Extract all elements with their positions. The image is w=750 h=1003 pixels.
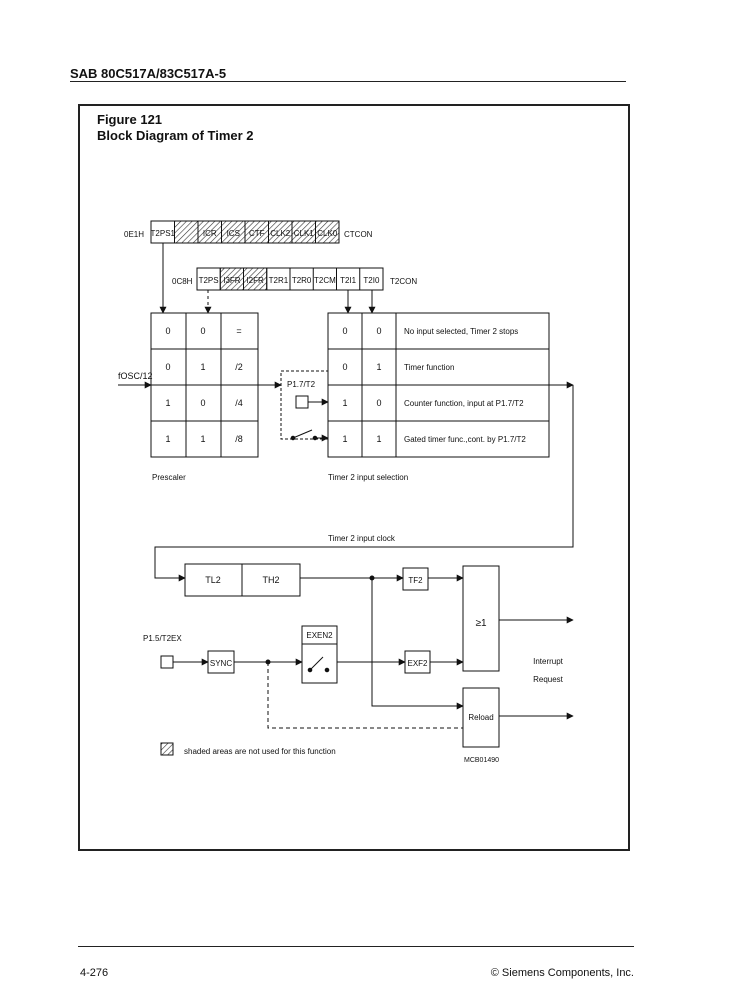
input-selection-label: Timer 2 input selection bbox=[328, 473, 408, 482]
exen2-switch-block bbox=[301, 625, 338, 684]
prescaler-cell: 1 bbox=[165, 398, 170, 408]
ctcon-bit-label: ICR bbox=[203, 229, 217, 238]
selection-cell: 1 bbox=[376, 434, 381, 444]
selection-cell: 1 bbox=[342, 398, 347, 408]
figure-number: Figure 121 bbox=[97, 112, 163, 127]
t2con-bit-label: I3FR bbox=[223, 276, 241, 285]
figure-frame bbox=[78, 104, 630, 851]
figure-title: Block Diagram of Timer 2 bbox=[97, 128, 254, 143]
selection-description: Gated timer func.,cont. by P1.7/T2 bbox=[404, 435, 526, 444]
or-gate-label: ≥1 bbox=[475, 618, 486, 629]
footer-rule bbox=[78, 946, 634, 947]
exf2-label: EXF2 bbox=[407, 659, 428, 668]
overflow-reload-line bbox=[371, 578, 464, 710]
prescaler-cell: 1 bbox=[165, 434, 170, 444]
ctcon-bit-label: CTF bbox=[249, 229, 265, 238]
ctcon-bit-label: ICS bbox=[227, 229, 240, 238]
t2con-bit-label: T2I0 bbox=[363, 276, 380, 285]
prescaler-cell: 1 bbox=[200, 434, 205, 444]
selection-description: Counter function, input at P1.7/T2 bbox=[404, 399, 524, 408]
ctcon-unused-bit bbox=[174, 220, 199, 244]
th2-label: TH2 bbox=[262, 575, 279, 585]
t2con-bit-label: T2I1 bbox=[340, 276, 357, 285]
gate-switch bbox=[292, 429, 313, 439]
prescaler-cell: /2 bbox=[235, 362, 243, 372]
t2con-bit-label: T2PS bbox=[199, 276, 219, 285]
selection-cell: 0 bbox=[342, 362, 347, 372]
reload-block bbox=[462, 687, 500, 748]
selection-cell: 0 bbox=[376, 326, 381, 336]
prescaler-cell: /8 bbox=[235, 434, 243, 444]
t2ex-reload-line bbox=[267, 662, 463, 729]
t2con-bit-label: T2CM bbox=[314, 276, 336, 285]
document-header: SAB 80C517A/83C517A-5 bbox=[70, 66, 227, 81]
pin-t2-pad bbox=[295, 395, 309, 409]
interrupt-label-line1: Interrupt bbox=[533, 657, 564, 666]
ctcon-name: CTCON bbox=[344, 230, 373, 239]
selection-description: No input selected, Timer 2 stops bbox=[404, 327, 518, 336]
t2con-address: 0C8H bbox=[172, 277, 193, 286]
selection-description: Timer function bbox=[404, 363, 454, 372]
selection-cell: 0 bbox=[376, 398, 381, 408]
reload-label: Reload bbox=[468, 713, 493, 722]
prescaler-cell: 0 bbox=[165, 362, 170, 372]
t2ex-pin-label: P1.5/T2EX bbox=[143, 634, 182, 643]
selection-cell: 1 bbox=[342, 434, 347, 444]
legend-swatch bbox=[160, 742, 174, 756]
copyright: © Siemens Components, Inc. bbox=[490, 967, 634, 979]
sync-label: SYNC bbox=[210, 659, 232, 668]
exen2-label: EXEN2 bbox=[306, 631, 333, 640]
prescaler-label: Prescaler bbox=[152, 473, 186, 482]
pin-t2-label: P1.7/T2 bbox=[287, 380, 316, 389]
header-rule bbox=[70, 81, 626, 82]
t2ex-pin-pad bbox=[160, 655, 174, 669]
prescaler-cell: = bbox=[236, 326, 241, 336]
t2con-bit-label: I2FR bbox=[246, 276, 264, 285]
ctcon-address: 0E1H bbox=[124, 230, 144, 239]
prescaler-cell: 0 bbox=[200, 326, 205, 336]
ctcon-bit-label: CLK0 bbox=[317, 229, 338, 238]
ctcon-bit-label: CLK1 bbox=[294, 229, 315, 238]
tf2-label: TF2 bbox=[408, 576, 423, 585]
t2con-bit-label: T2R1 bbox=[269, 276, 289, 285]
selection-cell: 0 bbox=[342, 326, 347, 336]
ctcon-bit-label: T2PS1 bbox=[151, 229, 176, 238]
or-gate bbox=[462, 565, 500, 672]
timer2-clock-line bbox=[154, 385, 574, 582]
legend-text: shaded areas are not used for this funct… bbox=[184, 747, 336, 756]
prescaler-cell: 0 bbox=[200, 398, 205, 408]
exen2-switch bbox=[309, 656, 324, 671]
selection-cell: 1 bbox=[376, 362, 381, 372]
prescaler-cell: 1 bbox=[200, 362, 205, 372]
ctcon-bit-clk0 bbox=[315, 220, 340, 244]
tl2-label: TL2 bbox=[205, 575, 221, 585]
t2con-name: T2CON bbox=[390, 277, 417, 286]
prescaler-cell: 0 bbox=[165, 326, 170, 336]
page-number: 4-276 bbox=[80, 967, 109, 979]
tf2-flag bbox=[402, 567, 429, 591]
t2con-bit-label: T2R0 bbox=[292, 276, 312, 285]
diagram-code: MCB01490 bbox=[464, 757, 499, 764]
clock-label: Timer 2 input clock bbox=[328, 534, 396, 543]
ctcon-bit-label: CLK2 bbox=[270, 229, 291, 238]
prescaler-cell: /4 bbox=[235, 398, 243, 408]
interrupt-label-line2: Request bbox=[533, 675, 564, 684]
fosc-input-label: fOSC/12 bbox=[118, 371, 153, 381]
